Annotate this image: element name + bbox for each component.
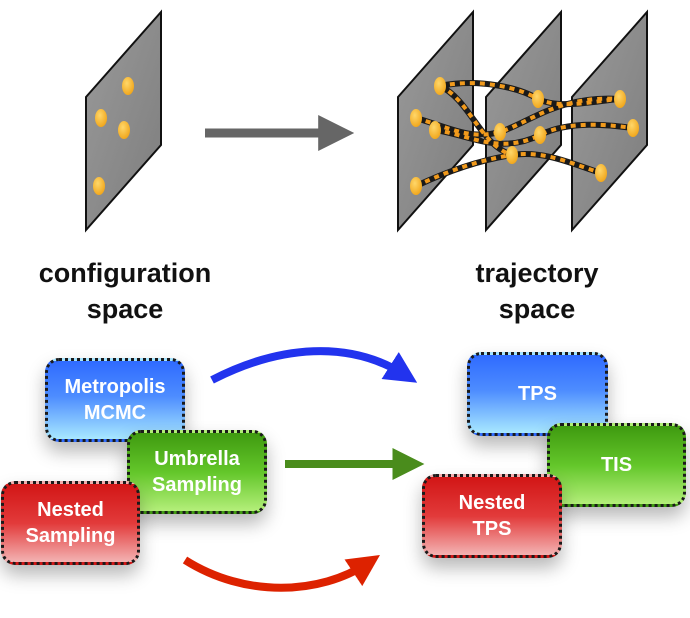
- box-label: Nested: [37, 499, 104, 521]
- tps-box: TPS: [467, 352, 608, 436]
- label-line: configuration: [38, 258, 212, 288]
- box-label: TPS: [472, 518, 512, 540]
- trajectory-plane-1: [397, 9, 474, 233]
- curved-arrow-icon: [182, 555, 380, 592]
- configuration-plane: [85, 9, 162, 233]
- configuration-point: [118, 121, 130, 139]
- metropolis-mcmc-box: Metropolis MCMC: [45, 358, 185, 442]
- box-label: Sampling: [151, 474, 242, 496]
- nested-sampling-box: Nested Sampling: [1, 481, 140, 565]
- trajectory-point: [434, 77, 446, 95]
- umbrella-sampling-box: Umbrella Sampling: [127, 430, 267, 514]
- box-label: MCMC: [83, 402, 147, 424]
- trajectory-point: [627, 119, 639, 137]
- trajectory-point: [532, 90, 544, 108]
- configuration-point: [93, 177, 105, 195]
- box-label: Sampling: [25, 525, 116, 547]
- trajectory-point: [506, 146, 518, 164]
- trajectory-point: [614, 90, 626, 108]
- box-label: TIS: [600, 454, 633, 476]
- configuration-point: [122, 77, 134, 95]
- trajectory-point: [429, 121, 441, 139]
- trajectory-point: [410, 109, 422, 127]
- trajectory-space-label: trajectory space: [422, 255, 652, 327]
- label-line: space: [498, 294, 576, 324]
- trajectory-point: [534, 126, 546, 144]
- trajectory-plane-3: [571, 9, 648, 233]
- trajectory-point: [410, 177, 422, 195]
- label-line: space: [86, 294, 164, 324]
- configuration-space-label: configuration space: [10, 255, 240, 327]
- box-label: TPS: [518, 383, 557, 405]
- box-label: Umbrella: [154, 448, 240, 470]
- nested-tps-box: Nested TPS: [422, 474, 562, 558]
- tis-box: TIS: [547, 423, 686, 507]
- box-label: Metropolis: [64, 376, 166, 398]
- trajectory-point: [595, 164, 607, 182]
- box-label: Nested: [458, 492, 526, 514]
- configuration-point: [95, 109, 107, 127]
- trajectory-paths: [410, 77, 639, 195]
- trajectory-point: [494, 123, 506, 141]
- label-line: trajectory: [475, 258, 599, 288]
- curved-arrow-icon: [210, 347, 418, 384]
